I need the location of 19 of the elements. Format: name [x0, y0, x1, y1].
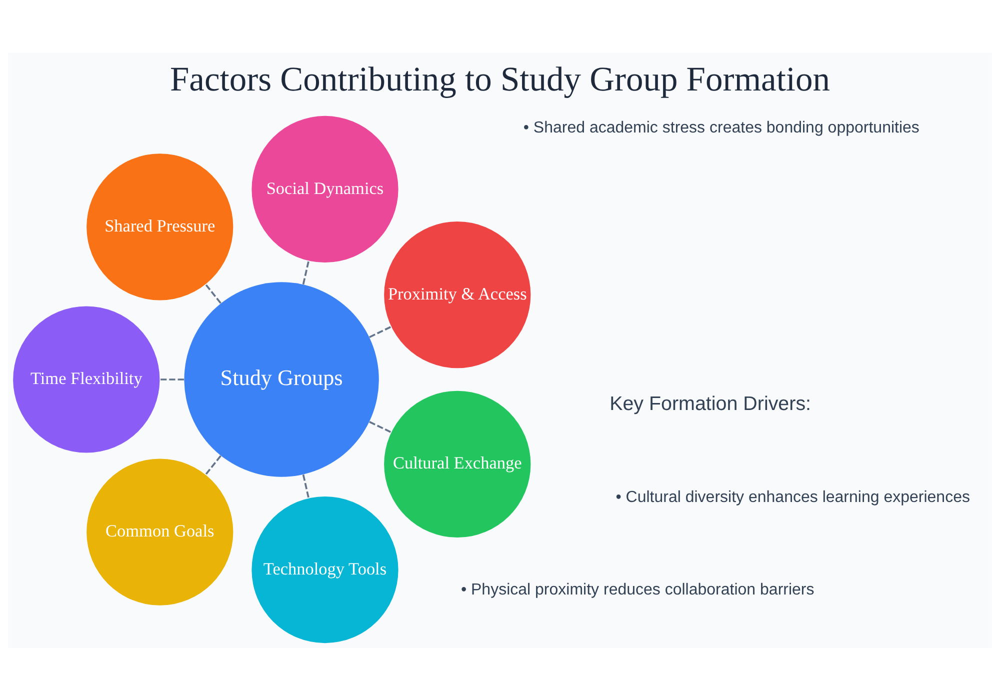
- connector: [160, 378, 184, 380]
- connector: [369, 326, 392, 338]
- node-circle: Social Dynamics: [252, 115, 398, 262]
- connector: [369, 420, 392, 432]
- connector: [302, 474, 310, 498]
- node-circle: Common Goals: [86, 458, 234, 605]
- label: • Shared academic stress creates bonding opportunities: [523, 118, 920, 136]
- label: Key Formation Drivers:: [610, 392, 812, 415]
- node-circle: Proximity & Access: [384, 221, 531, 368]
- diagram-title: Factors Contributing to Study Group Formation: [170, 60, 830, 98]
- node-circle: Time Flexibility: [13, 306, 160, 452]
- node-circle: Shared Pressure: [86, 153, 234, 300]
- connector: [205, 284, 222, 304]
- label: • Cultural diversity enhances learning experiences: [616, 488, 970, 506]
- connector: [302, 260, 310, 284]
- node-circle: Cultural Exchange: [384, 390, 531, 537]
- label: • Physical proximity reduces collaboration barriers: [460, 580, 814, 598]
- node-circle: Technology Tools: [252, 496, 398, 643]
- connector: [205, 454, 222, 474]
